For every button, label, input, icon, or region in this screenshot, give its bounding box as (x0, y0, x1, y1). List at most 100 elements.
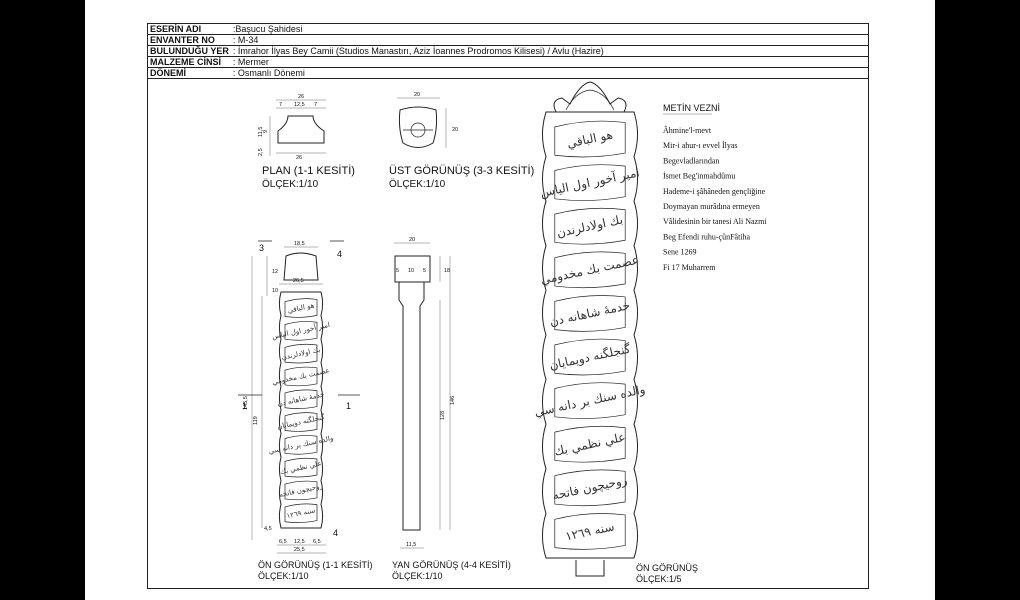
info-row: ESERİN ADI:Başucu Şahidesi (148, 24, 868, 35)
info-key: BULUNDUĞU YER (148, 45, 231, 57)
drawing-sheet (85, 0, 935, 600)
meter-line: Mir-i ahur-ı evvel İlyas (663, 141, 738, 150)
front-cap (283, 252, 319, 281)
inscription-line: هو الباقي (566, 127, 614, 150)
dim-front-w1: 18,5 (294, 241, 305, 247)
dim-front-b2: 12,5 (294, 539, 305, 545)
inscription-line: روحيچون فاتحه (551, 473, 629, 503)
inscription-band (554, 382, 626, 419)
dim-front-b4: 25,5 (294, 547, 305, 553)
dim-side-bottom: 11,5 (406, 542, 416, 548)
dim-plan-b: 12,5 (294, 102, 305, 108)
large-base (575, 560, 605, 577)
info-value: : İmrahor İlyas Bey Camii (Studios Manas… (230, 45, 868, 57)
info-key: DÖNEMİ (148, 67, 231, 79)
top-section-shape (398, 106, 438, 148)
plan-title: PLAN (1-1 KESİTİ) (262, 164, 355, 177)
inscription-band (554, 120, 626, 158)
dim-front-h3: 119 (253, 416, 259, 425)
inscription-band (284, 457, 318, 478)
inscription-line: گنجلگنه دويمايان (276, 412, 326, 431)
front-small-scale: ÖLÇEK:1/10 (258, 571, 309, 581)
plan-scale: ÖLÇEK:1/10 (262, 178, 319, 190)
info-value: :Başucu Şahidesi (230, 24, 868, 35)
inscription-band (554, 251, 626, 289)
info-value: : Mermer (230, 56, 868, 68)
meter-line: Fi 17 Muharrem (663, 263, 716, 272)
inscription-band (554, 164, 626, 201)
info-value: : M-34 (230, 34, 868, 46)
meter-line: Begevladlarından (663, 156, 719, 165)
inscription-band (554, 338, 626, 376)
inscription-band (284, 389, 318, 409)
inscription-band (284, 321, 318, 341)
top-view: 20 20 ÜST GÖRÜNÜŞ (3-3 KESİTİ) ÖLÇEK:1/1… (389, 92, 534, 190)
inscription-band (554, 513, 626, 550)
large-crown (553, 81, 627, 113)
dim-side-a: 5 (396, 268, 399, 274)
info-row: ENVANTER NO: M-34 (148, 34, 868, 46)
plan-view: 26 7 12,5 7 26 11,5 9 2,5 PLAN (1-1 KESİ… (258, 94, 355, 190)
dim-side-h3: 146 (450, 396, 456, 405)
dim-side-w: 20 (409, 237, 415, 243)
dim-plan-bottom: 26 (296, 155, 302, 161)
inscription-line: والده سنك بر دانه سي (268, 434, 334, 456)
inscription-band (554, 469, 626, 507)
dim-top-h: 20 (452, 127, 458, 133)
inscription-line: والده سنك بر دانه سي (533, 382, 646, 419)
dim-side-h1: 18 (444, 268, 450, 274)
dim-front-b1: 6,5 (279, 539, 287, 545)
inscription-band (554, 425, 626, 463)
meter-line: Âhmine'l-mevt (663, 125, 712, 135)
dim-front-w2: 26,5 (293, 278, 304, 284)
inscription-line: خدمۀ شاهانه دن (548, 298, 631, 329)
inscription-band (284, 412, 318, 432)
inscription-band (554, 295, 626, 332)
section-mark-4-top: 4 (337, 249, 342, 259)
dim-side-c: 5 (423, 268, 426, 274)
meter-line: Beg Efendi ruhu-çûnFâtiha (663, 232, 751, 241)
side-view: 20 5 10 5 18 128 146 11,5 YAN GÖRÜNÜŞ (4… (392, 237, 511, 581)
inscription-line: هو الباقي (287, 301, 315, 315)
inscription-band (284, 343, 318, 364)
dim-top-w: 20 (414, 92, 420, 98)
meter-line: Hademe-i şâhâneden gençliğine (663, 187, 766, 196)
info-row: MALZEME CİNSİ: Mermer (148, 56, 868, 68)
inscription-line: خدمۀ شاهانه دن (277, 390, 325, 408)
dim-plan-a: 7 (279, 102, 282, 108)
info-row: DÖNEMİ: Osmanlı Dönemi (148, 67, 868, 79)
inscription-line: سنه ١٢٦٩ (564, 519, 616, 543)
dim-front-h5: 4,5 (264, 526, 272, 532)
section-mark-1-left: 1 (242, 401, 247, 411)
dim-side-h2: 128 (440, 411, 446, 420)
dim-plan-h1: 11,5 (258, 127, 264, 137)
info-key: MALZEME CİNSİ (148, 56, 231, 68)
inscription-line: علي نظمي بك (279, 459, 322, 476)
meter-line: İsmet Beg'inmahdûmu (663, 172, 735, 181)
plan-section-shape (277, 115, 325, 144)
front-small-title: ÖN GÖRÜNÜŞ (1-1 KESİTİ) (258, 560, 373, 570)
dim-plan-h2: 9 (263, 130, 269, 133)
inscription-band (284, 435, 318, 455)
dim-front-h1: 12 (272, 269, 278, 275)
info-value: : Osmanlı Dönemi (230, 67, 868, 79)
inscription-band (284, 480, 318, 501)
inscription-band (284, 366, 318, 387)
side-title: YAN GÖRÜNÜŞ (4-4 KESİTİ) (392, 560, 511, 570)
front-large-title: ÖN GÖRÜNÜŞ (636, 563, 698, 573)
meter-line: Doymayan murâdına ermeyen (663, 202, 760, 211)
top-title: ÜST GÖRÜNÜŞ (3-3 KESİTİ) (389, 164, 534, 177)
dim-plan-c: 7 (314, 102, 317, 108)
dim-plan-h3: 2,5 (258, 148, 264, 156)
info-row: BULUNDUĞU YER: İmrahor İlyas Bey Camii (… (148, 45, 868, 57)
dim-front-h4: 145,5 (243, 396, 249, 410)
inscription-line: سنه ١٢٦٩ (286, 506, 316, 520)
dim-side-b: 10 (408, 268, 414, 274)
